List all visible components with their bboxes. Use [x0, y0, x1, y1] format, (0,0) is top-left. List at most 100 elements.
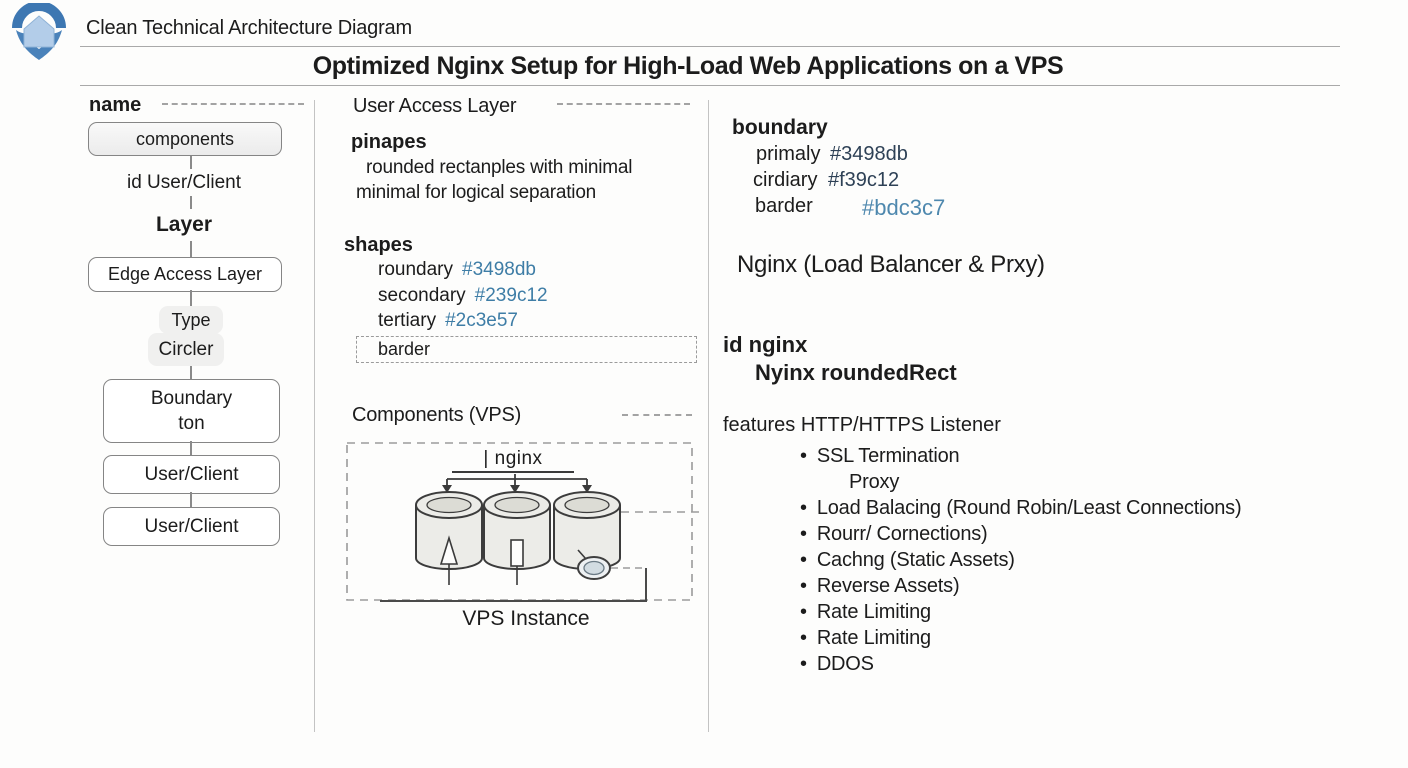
- pipe-notch-icon: [510, 539, 524, 585]
- boundary-entry-label: cirdiary: [753, 169, 818, 191]
- feature-text: Cachng (Static Assets): [816, 548, 1015, 571]
- features-heading: features HTTP/HTTPS Listener: [723, 414, 1001, 436]
- feature-item: • Load Balacing (Round Robin/Least Conne…: [800, 495, 1242, 521]
- header-rule-bottom: [80, 85, 1340, 86]
- shape-entry-hex: #2c3e57: [445, 310, 518, 331]
- feature-item: • Rourr/ Cornections): [800, 521, 988, 547]
- barder-dashed-box: barder: [356, 336, 697, 363]
- feature-item: Proxy: [849, 469, 899, 495]
- boundary-entry-label: barder: [755, 195, 813, 217]
- type-tag: Type: [159, 306, 223, 334]
- feature-text: Rate Limiting: [816, 626, 931, 649]
- boundary-entry-cirdiary: cirdiary #f39c12: [753, 169, 899, 192]
- bullet-icon: •: [800, 548, 807, 571]
- components-vps-title: Components (VPS): [352, 404, 522, 426]
- bullet-icon: •: [800, 626, 807, 649]
- feature-item: • SSL Termination: [800, 443, 960, 469]
- shape-entry-label: roundary: [378, 259, 453, 280]
- boundary-entry-barder: barder #bdc3c7: [755, 195, 945, 221]
- name-dashed-rule: [162, 103, 304, 105]
- user-access-layer-title: User Access Layer: [353, 95, 517, 117]
- section-dashed-rule: [557, 103, 690, 105]
- boundary-node: Boundary ton: [103, 379, 280, 443]
- solid-route-line: [380, 568, 647, 602]
- arrow-down-icons: [442, 485, 592, 493]
- boundary-heading: boundary: [732, 116, 828, 139]
- feature-item: • Cachng (Static Assets): [800, 547, 1015, 573]
- shape-entry-roundary: roundary #3498db: [378, 259, 536, 281]
- shape-entry-label: tertiary: [378, 310, 437, 331]
- feature-item: • DDOS: [800, 651, 874, 677]
- pinapes-heading: pinapes: [351, 131, 427, 153]
- edge-access-layer-label: Edge Access Layer: [107, 264, 263, 284]
- connector-line: [190, 366, 192, 379]
- nginx-node-label: | nginx: [452, 448, 574, 473]
- id-nginx-sub: Nyinx roundedRect: [755, 360, 957, 385]
- feature-item: • Rate Limiting: [800, 625, 931, 651]
- coin-port-icon: [577, 549, 611, 580]
- feature-text: Rourr/ Cornections): [816, 522, 988, 545]
- circler-tag-label: Circler: [158, 338, 214, 360]
- boundary-entry-hex: #3498db: [830, 143, 908, 165]
- components-node: components: [88, 122, 282, 156]
- edge-access-layer-node: Edge Access Layer: [88, 257, 282, 292]
- boundary-node-line1: Boundary: [150, 388, 233, 409]
- barder-label: barder: [378, 339, 431, 359]
- user-client-node-2: User/Client: [103, 507, 280, 546]
- connector-line: [190, 492, 192, 507]
- boundary-entry-hex: #f39c12: [828, 169, 900, 191]
- pinapes-line1: rounded rectanples with minimal: [366, 157, 633, 178]
- shape-entry-secondary: secondary #239c12: [378, 285, 548, 307]
- feature-text: Load Balacing (Round Robin/Least Connect…: [816, 496, 1242, 519]
- compass-pin-logo: [12, 3, 66, 60]
- shape-entry-hex: #239c12: [474, 285, 548, 306]
- header-rule-top: [80, 46, 1340, 47]
- bullet-icon: •: [800, 522, 807, 545]
- shape-entry-hex: #3498db: [462, 259, 536, 280]
- user-client-node-1: User/Client: [103, 455, 280, 494]
- feature-text: Reverse Assets): [816, 574, 960, 597]
- connector-line: [190, 196, 192, 209]
- feature-text: SSL Termination: [816, 444, 960, 467]
- bullet-icon: •: [800, 652, 807, 675]
- feature-item: • Reverse Assets): [800, 573, 960, 599]
- nginx-load-balancer-title: Nginx (Load Balancer & Prxy): [737, 251, 1045, 278]
- shape-entry-label: secondary: [378, 285, 466, 306]
- bullet-icon: •: [800, 496, 807, 519]
- feature-text: Rate Limiting: [816, 600, 931, 623]
- connector-line: [190, 156, 192, 169]
- bullet-icon: •: [800, 574, 807, 597]
- boundary-node-line2: ton: [178, 413, 205, 434]
- shapes-heading: shapes: [344, 234, 413, 256]
- type-tag-label: Type: [171, 309, 211, 330]
- user-client-node-1-label: User/Client: [144, 463, 239, 485]
- id-user-client-label: id User/Client: [126, 172, 242, 193]
- bullet-icon: •: [800, 600, 807, 623]
- components-node-label: components: [135, 128, 235, 149]
- logo-arc: [12, 3, 66, 29]
- app-title: Clean Technical Architecture Diagram: [86, 17, 412, 39]
- section-dashed-rule: [622, 414, 692, 416]
- divider-left-middle: [314, 100, 315, 732]
- boundary-entry-label: primaly: [756, 143, 821, 165]
- logo-house: [23, 15, 55, 48]
- divider-middle-right: [708, 100, 709, 732]
- id-nginx-heading: id nginx: [723, 332, 808, 357]
- user-client-node-2-label: User/Client: [144, 515, 239, 537]
- name-heading: name: [89, 94, 142, 116]
- feature-item: • Rate Limiting: [800, 599, 931, 625]
- connector-line: [190, 441, 192, 455]
- layer-heading: Layer: [155, 213, 213, 236]
- connector-line: [190, 290, 192, 308]
- boundary-entry-primaly: primaly #3498db: [756, 143, 908, 166]
- bullet-icon: •: [800, 444, 807, 467]
- connector-line: [190, 241, 192, 257]
- vps-instance-caption: VPS Instance: [462, 607, 590, 630]
- vps-diagram: [346, 442, 705, 602]
- shape-entry-tertiary: tertiary #2c3e57: [378, 310, 518, 332]
- pinapes-line2: minimal for logical separation: [356, 182, 597, 203]
- feature-text: Proxy: [849, 470, 900, 493]
- feature-text: DDOS: [816, 652, 874, 675]
- hollow-arrow-up-icon: [439, 535, 459, 585]
- boundary-entry-hex: #bdc3c7: [862, 195, 946, 220]
